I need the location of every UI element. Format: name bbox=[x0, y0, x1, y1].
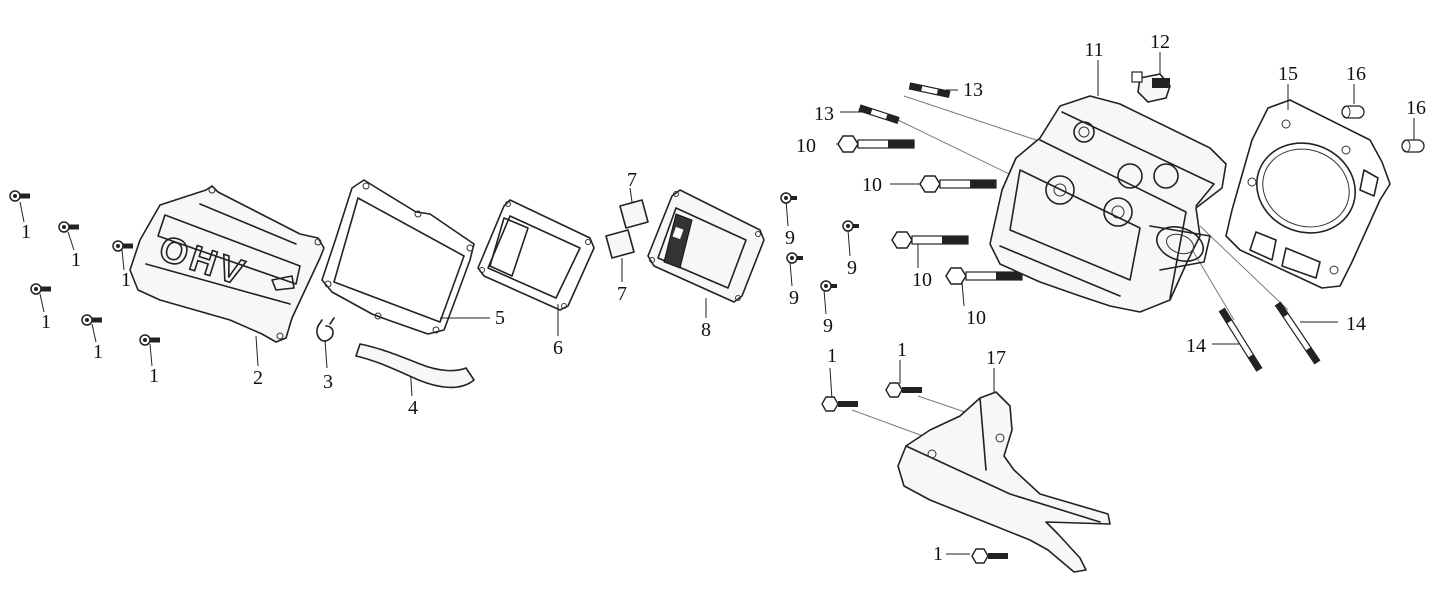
bolt-icon bbox=[971, 548, 1008, 564]
screw-icon bbox=[842, 220, 859, 232]
heat-shield-bracket-part bbox=[897, 391, 1111, 573]
callout-label: 10 bbox=[862, 174, 882, 196]
callout-label: 16 bbox=[1406, 97, 1426, 119]
callout-label: 10 bbox=[796, 135, 816, 157]
plate-gasket-part bbox=[477, 199, 595, 311]
stud-part-13-group bbox=[858, 82, 951, 124]
callout-label: 3 bbox=[323, 371, 333, 393]
bolt-icon bbox=[885, 382, 922, 398]
long-bolt-icon bbox=[837, 135, 915, 153]
cover-gasket-part bbox=[321, 179, 475, 335]
head-gasket-part bbox=[1225, 99, 1391, 289]
bolt-icon bbox=[9, 190, 31, 202]
stud-icon bbox=[858, 104, 900, 124]
dowel-pin-part-16-group bbox=[1341, 105, 1425, 153]
callout-label: 1 bbox=[121, 269, 131, 291]
long-bolt-icon bbox=[945, 267, 1023, 285]
callout-label: 11 bbox=[1084, 39, 1103, 61]
cylinder-head-part bbox=[989, 95, 1227, 313]
screw-icon bbox=[780, 192, 797, 204]
filter-block-part bbox=[605, 199, 649, 259]
long-stud-icon bbox=[1274, 301, 1321, 365]
bolt-icon bbox=[821, 396, 858, 412]
callout-label: 1 bbox=[827, 345, 837, 367]
callout-label: 13 bbox=[963, 79, 983, 101]
screw-icon bbox=[820, 280, 837, 292]
screw-part-9-group bbox=[780, 192, 859, 292]
callout-label: 1 bbox=[897, 339, 907, 361]
bolt-icon bbox=[81, 314, 103, 326]
callout-labels: 1 1 1 1 1 1 1 1 1 2 3 4 5 6 7 7 8 9 9 9 … bbox=[21, 31, 1426, 565]
callout-label: 13 bbox=[814, 103, 834, 125]
bolt-icon bbox=[30, 283, 52, 295]
callout-label: 1 bbox=[93, 341, 103, 363]
callout-label: 7 bbox=[627, 169, 637, 191]
callout-label: 17 bbox=[986, 347, 1006, 369]
callout-label: 9 bbox=[847, 257, 857, 279]
bolt-icon bbox=[58, 221, 80, 233]
callout-label: 16 bbox=[1346, 63, 1366, 85]
callout-label: 6 bbox=[553, 337, 563, 359]
callout-label: 1 bbox=[71, 249, 81, 271]
long-bolt-icon bbox=[891, 231, 969, 249]
stud-icon bbox=[908, 82, 951, 98]
callout-label: 1 bbox=[149, 365, 159, 387]
callout-label: 14 bbox=[1346, 313, 1366, 335]
breather-hose-part bbox=[355, 343, 475, 389]
head-bolt-part-10-group bbox=[837, 135, 1023, 285]
bolt-icon bbox=[112, 240, 134, 252]
callout-label: 1 bbox=[933, 543, 943, 565]
callout-label: 10 bbox=[966, 307, 986, 329]
callout-label: 8 bbox=[701, 319, 711, 341]
screw-icon bbox=[786, 252, 803, 264]
callout-label: 1 bbox=[21, 221, 31, 243]
callout-label: 9 bbox=[789, 287, 799, 309]
callout-label: 9 bbox=[785, 227, 795, 249]
callout-label: 9 bbox=[823, 315, 833, 337]
callout-label: 14 bbox=[1186, 335, 1206, 357]
callout-label: 15 bbox=[1278, 63, 1298, 85]
callout-label: 1 bbox=[41, 311, 51, 333]
long-stud-icon bbox=[1218, 307, 1263, 372]
spark-plug-part bbox=[1131, 71, 1171, 103]
callout-label: 2 bbox=[253, 367, 263, 389]
stud-part-14-group bbox=[1218, 301, 1321, 372]
hose-clip-part bbox=[316, 317, 335, 342]
dowel-pin-icon bbox=[1341, 105, 1365, 119]
callout-label: 12 bbox=[1150, 31, 1170, 53]
callout-label: 7 bbox=[617, 283, 627, 305]
breather-plate-part bbox=[647, 189, 765, 303]
callout-label: 4 bbox=[408, 397, 418, 419]
bolt-icon bbox=[139, 334, 161, 346]
dowel-pin-icon bbox=[1401, 139, 1425, 153]
valve-cover-part: OHV bbox=[129, 185, 325, 343]
long-bolt-icon bbox=[919, 175, 997, 193]
callout-label: 10 bbox=[912, 269, 932, 291]
callout-label: 5 bbox=[495, 307, 505, 329]
bolt-part-1-bracket-group bbox=[821, 382, 1008, 564]
